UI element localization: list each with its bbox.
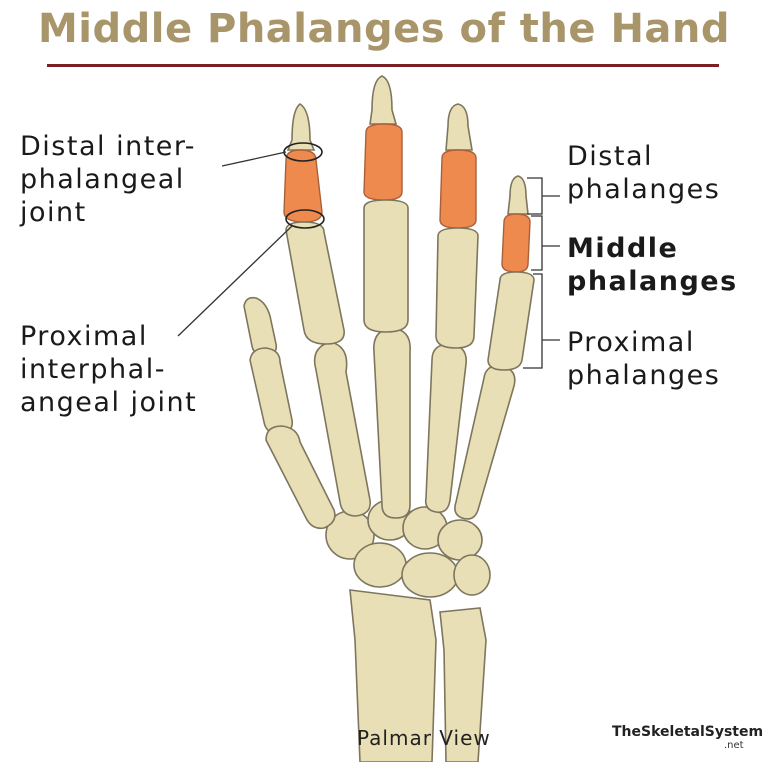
little-proximal-phalanx	[487, 271, 535, 371]
distal-joint-label-line-3: joint	[20, 197, 87, 228]
radius-bone	[349, 589, 437, 762]
page-title: Middle Phalanges of the Hand	[37, 6, 731, 52]
distal-joint-label-line-1: Distal inter-	[20, 131, 197, 162]
middle-phalanges-label-line-2: phalanges	[567, 266, 738, 297]
proximal-interphalangeal-joint-marker	[285, 209, 325, 229]
middle-middle-phalanx	[363, 123, 403, 201]
ring-proximal-phalanx	[435, 227, 479, 349]
proximal-phalanges-label: Proximal phalanges	[567, 326, 720, 392]
proximal-joint-label: Proximal interphal- angeal joint	[20, 320, 197, 419]
middle-phalanges-bracket	[531, 215, 560, 271]
proximal-phalanges-label-line-2: phalanges	[567, 360, 721, 391]
distal-phalanges-bracket	[527, 177, 560, 215]
distal-joint-leader	[221, 151, 287, 167]
distal-phalanges-label-line-2: phalanges	[567, 174, 721, 205]
metacarpal-index	[313, 341, 372, 517]
ulna-bone	[439, 607, 487, 762]
middle-phalanges-label: Middle phalanges	[567, 232, 738, 298]
carpal-bone	[401, 552, 459, 598]
distal-joint-label: Distal inter- phalangeal joint	[20, 130, 196, 229]
proximal-joint-leader	[177, 225, 293, 337]
middle-phalanges-label-line-1: Middle	[567, 233, 679, 264]
thumb-metacarpal	[265, 425, 336, 530]
view-caption: Palmar View	[357, 726, 491, 750]
carpal-bone	[453, 554, 491, 596]
carpal-bone	[353, 542, 407, 588]
distal-phalanges-label: Distal phalanges	[567, 140, 720, 206]
thumb-distal-phalanx	[243, 296, 278, 357]
index-proximal-phalanx	[285, 221, 345, 345]
proximal-joint-label-line-2: interphal-	[20, 354, 166, 385]
thumb-proximal-phalanx	[249, 347, 294, 435]
carpal-bone	[437, 519, 483, 561]
little-middle-phalanx	[501, 213, 531, 273]
proximal-joint-label-line-3: angeal joint	[20, 387, 198, 418]
little-distal-phalanx	[507, 175, 529, 215]
brand-logo: TheSkeletalSystem	[612, 724, 764, 740]
brand-logo-suffix: .net	[724, 740, 744, 751]
middle-proximal-phalanx	[363, 199, 409, 333]
proximal-joint-label-line-1: Proximal	[20, 321, 148, 352]
middle-distal-phalanx	[369, 75, 398, 125]
proximal-phalanges-bracket	[523, 273, 560, 369]
title-divider	[47, 64, 719, 67]
distal-joint-label-line-2: phalangeal	[20, 164, 185, 195]
index-middle-phalanx	[283, 149, 323, 223]
ring-distal-phalanx	[445, 103, 473, 151]
index-distal-phalanx	[286, 103, 316, 151]
proximal-phalanges-label-line-1: Proximal	[567, 327, 695, 358]
ring-middle-phalanx	[439, 149, 477, 229]
metacarpal-middle	[373, 327, 411, 519]
distal-phalanges-label-line-1: Distal	[567, 141, 653, 172]
